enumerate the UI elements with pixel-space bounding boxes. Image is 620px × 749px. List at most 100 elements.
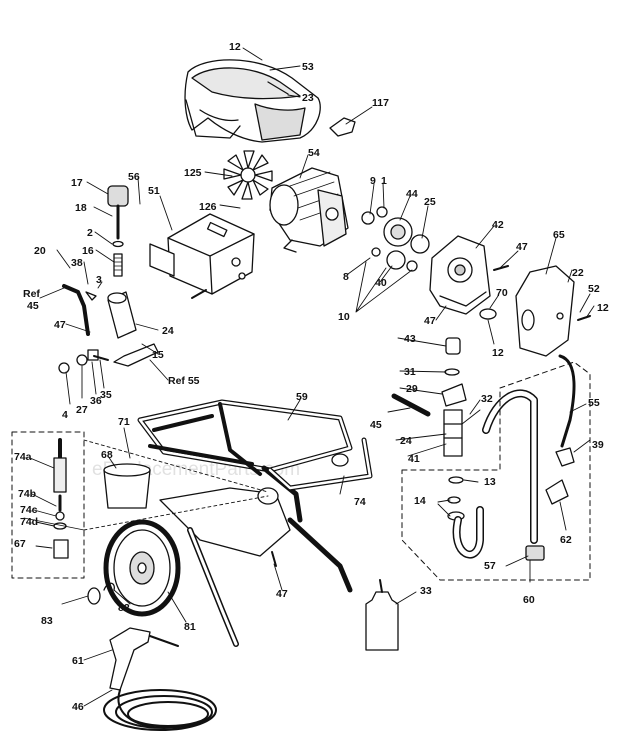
part-70 <box>479 308 497 320</box>
callout-23: 23 <box>302 92 314 104</box>
screw-47-c <box>493 265 509 271</box>
callout-20: 20 <box>34 245 46 257</box>
callout-59: 59 <box>296 391 308 403</box>
spray-gun <box>109 627 179 691</box>
callout-22: 22 <box>572 267 584 279</box>
callout-10: 10 <box>338 311 350 323</box>
callout-68: 68 <box>101 449 113 461</box>
callout-4: 4 <box>62 409 68 421</box>
callout-8: 8 <box>343 271 349 283</box>
hubcap <box>87 587 101 605</box>
callout-53: 53 <box>302 61 314 73</box>
callout-ref-55: Ref 55 <box>168 375 200 387</box>
drive-housing <box>429 235 491 315</box>
control-box <box>149 213 255 295</box>
callout-25: 25 <box>424 196 436 208</box>
callout-81: 81 <box>184 621 196 633</box>
hose-ref-55 <box>113 343 159 367</box>
screw-47-a <box>191 289 207 299</box>
callout-47-b: 47 <box>516 241 528 253</box>
callout-41: 41 <box>408 453 420 465</box>
callout-56: 56 <box>128 171 140 183</box>
callout-65: 65 <box>553 229 565 241</box>
callout-47-a: 47 <box>54 319 66 331</box>
screw-47-b <box>271 551 277 567</box>
callout-60: 60 <box>523 594 535 606</box>
callout-74a: 74a <box>14 451 32 463</box>
pump-assembly <box>441 337 467 521</box>
callout-74b: 74b <box>18 488 36 500</box>
callout-74c: 74c <box>20 504 38 516</box>
callout-ref: Ref <box>23 288 40 300</box>
callout-2: 2 <box>87 227 93 239</box>
callout-43: 43 <box>404 333 416 345</box>
pump-pin <box>391 393 431 417</box>
callout-32: 32 <box>481 393 493 405</box>
callout-29: 29 <box>406 383 418 395</box>
callout-126: 126 <box>199 201 217 213</box>
clip <box>103 582 115 591</box>
callout-57: 57 <box>484 560 496 572</box>
callout-54: 54 <box>308 147 320 159</box>
callout-51: 51 <box>148 185 160 197</box>
callout-1: 1 <box>381 175 387 187</box>
callout-39: 39 <box>592 439 604 451</box>
intake-tube-inner <box>454 507 483 558</box>
callout-67: 67 <box>14 538 26 550</box>
callout-47-c: 47 <box>424 315 436 327</box>
bracket-62 <box>545 479 569 505</box>
callout-3: 3 <box>96 274 102 286</box>
callout-44: 44 <box>406 188 418 200</box>
callout-labels: 12 53 23 117 54 125 126 51 56 17 18 2 16… <box>14 41 609 713</box>
callout-70: 70 <box>496 287 508 299</box>
callout-74: 74 <box>354 496 366 508</box>
callout-12-a: 12 <box>229 41 241 53</box>
bucket-rim <box>103 463 151 477</box>
hose-ref-45 <box>62 284 90 336</box>
wheel <box>103 519 181 617</box>
callout-24-a: 24 <box>162 325 174 337</box>
strainer <box>525 545 545 561</box>
callout-27: 27 <box>76 404 88 416</box>
callout-47-d: 47 <box>276 588 288 600</box>
screw-12-top <box>577 315 591 321</box>
detail-box <box>11 431 85 579</box>
fittings-4-27-36-35 <box>58 349 109 374</box>
callout-52: 52 <box>588 283 600 295</box>
callout-46: 46 <box>72 701 84 713</box>
callout-82: 82 <box>118 602 130 614</box>
oil-bottle <box>365 591 399 651</box>
spray-hose <box>103 689 217 731</box>
callout-40: 40 <box>375 277 387 289</box>
callout-125: 125 <box>184 167 202 179</box>
callout-15: 15 <box>152 349 164 361</box>
callout-83: 83 <box>41 615 53 627</box>
axle-detail <box>23 438 85 559</box>
pump-group-outline <box>401 361 591 581</box>
callout-117: 117 <box>372 97 389 109</box>
callout-33: 33 <box>420 585 432 597</box>
oil-bottle-nozzle <box>379 579 383 593</box>
callout-17: 17 <box>71 177 83 189</box>
callout-14: 14 <box>414 495 426 507</box>
callout-35: 35 <box>100 389 112 401</box>
callout-42: 42 <box>492 219 504 231</box>
callout-36: 36 <box>90 395 102 407</box>
suction-tube-inner <box>483 390 537 543</box>
callout-31: 31 <box>404 366 416 378</box>
callout-13: 13 <box>484 476 496 488</box>
gear-set <box>361 206 430 272</box>
callout-45-b: 45 <box>370 419 382 431</box>
callout-38: 38 <box>71 257 83 269</box>
callout-61: 61 <box>72 655 84 667</box>
callout-24-b: 24 <box>400 435 412 447</box>
filter-assembly <box>85 185 137 339</box>
fan <box>223 150 273 200</box>
motor <box>269 167 349 253</box>
callout-74d: 74d <box>20 516 38 528</box>
callout-71: 71 <box>118 416 130 428</box>
callout-12-b: 12 <box>597 302 609 314</box>
drain-hose <box>558 354 576 448</box>
